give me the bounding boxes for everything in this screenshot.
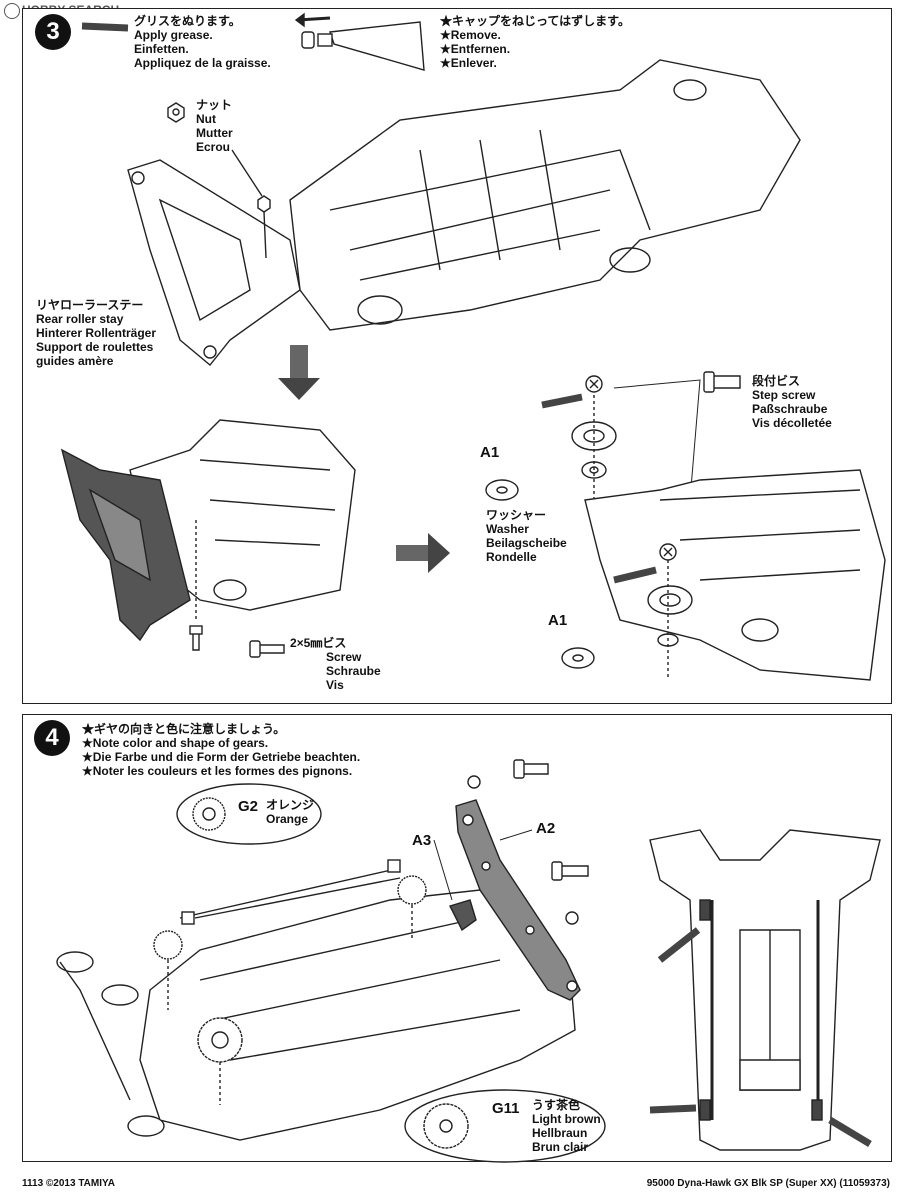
chassis-assembled-right-drawing: [584, 469, 886, 681]
grease-brush-icon: [613, 566, 657, 584]
grease-brush-icon: [657, 927, 701, 963]
rear-roller-stay-drawing: [127, 159, 301, 366]
grease-instruction: グリスをぬります。Apply grease.Einfetten.Applique…: [134, 14, 271, 70]
screw-label: 2×5㎜ビス Screw Schraube Vis: [290, 636, 381, 692]
grease-brush-icon: [649, 1104, 697, 1114]
grease-brush-icon: [541, 393, 583, 409]
part-a1-top-label: A1: [480, 444, 500, 461]
washer-icon: [485, 479, 519, 501]
gear-g11-label: G11: [492, 1100, 520, 1117]
down-arrow-icon: [278, 345, 320, 400]
part-a1-bottom-label: A1: [548, 612, 568, 629]
grease-brush-icon: [828, 1116, 872, 1148]
part-a3-drawing: [449, 899, 477, 932]
step3-number: 3: [35, 14, 71, 50]
gear-g11-icon: [423, 1103, 469, 1149]
footer-left: 1113 ©2013 TAMIYA: [22, 1178, 115, 1189]
grease-tube-icon: [294, 12, 425, 71]
chassis-underside-drawing: [649, 829, 881, 1151]
right-arrow-icon: [396, 533, 450, 573]
screw-icon: [189, 520, 285, 658]
nut-icon: [167, 102, 185, 123]
gear-g2-label: G2: [238, 798, 259, 815]
chassis-top-drawing: [289, 59, 801, 331]
gear-g2-drawing: [153, 859, 427, 1010]
watermark-logo-icon: [4, 3, 20, 19]
chassis-step4-drawing: [56, 889, 576, 1141]
part-a2-label: A2: [536, 820, 556, 837]
gear-notes: ★ギヤの向きと色に注意しましょう。★Note color and shape o…: [82, 722, 361, 778]
chassis-assembled-left-drawing: [60, 419, 356, 642]
plate-a2-drawing: [455, 799, 581, 1001]
part-a3-label: A3: [412, 832, 432, 849]
footer-right: 95000 Dyna-Hawk GX Blk SP (Super XX) (11…: [646, 1178, 890, 1189]
grease-brush-icon: [81, 22, 129, 32]
screws-step4-icon: [467, 759, 589, 925]
washer-bottom-icon: [561, 647, 595, 669]
bearing-a1-top-icon: [571, 375, 617, 500]
step4-number: 4: [34, 720, 70, 756]
gear-g2-icon: [192, 797, 226, 831]
cap-instruction: ★キャップをねじってはずします。★Remove.★Entfernen.★Enle…: [440, 14, 630, 70]
gear-g11-drawing: [197, 1017, 243, 1105]
